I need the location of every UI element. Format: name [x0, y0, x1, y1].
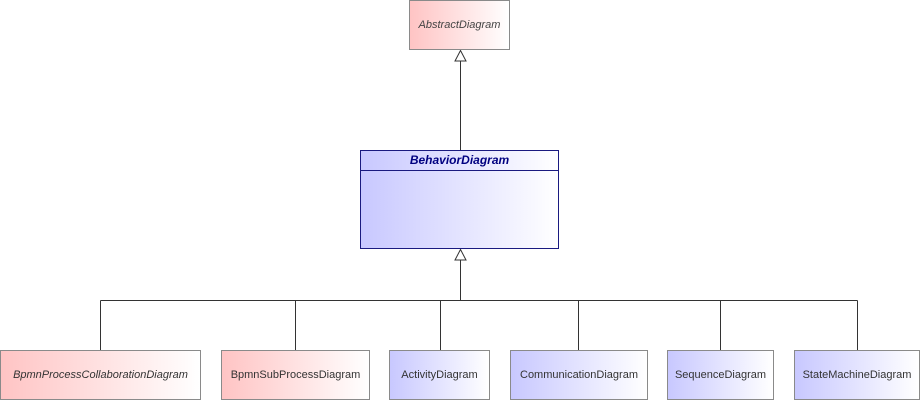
class-name-behavior-diagram: BehaviorDiagram: [361, 151, 558, 171]
class-name-communication-diagram: CommunicationDiagram: [520, 369, 638, 381]
generalization-arrowhead-abstract: [454, 49, 467, 62]
class-name-state-machine-diagram: StateMachineDiagram: [802, 369, 912, 381]
class-node-state-machine-diagram[interactable]: StateMachineDiagram: [794, 350, 920, 400]
class-name-activity-diagram: ActivityDiagram: [401, 369, 478, 381]
class-node-behavior-diagram[interactable]: BehaviorDiagram: [360, 150, 559, 249]
class-name-sequence-diagram: SequenceDiagram: [674, 369, 767, 381]
class-node-communication-diagram[interactable]: CommunicationDiagram: [510, 350, 648, 400]
class-node-abstract-diagram[interactable]: AbstractDiagram: [409, 0, 510, 50]
class-name-bpmn-process-collaboration-diagram: BpmnProcessCollaborationDiagram: [13, 369, 188, 381]
class-name-abstract-diagram: AbstractDiagram: [418, 19, 501, 31]
class-node-sequence-diagram[interactable]: SequenceDiagram: [667, 350, 774, 400]
class-node-bpmn-process-collaboration-diagram[interactable]: BpmnProcessCollaborationDiagram: [0, 350, 201, 400]
class-node-bpmn-subprocess-diagram[interactable]: BpmnSubProcessDiagram: [221, 350, 370, 400]
class-name-bpmn-subprocess-diagram: BpmnSubProcessDiagram: [230, 369, 361, 381]
class-node-activity-diagram[interactable]: ActivityDiagram: [389, 350, 490, 400]
generalization-arrowhead-behavior: [454, 248, 467, 261]
